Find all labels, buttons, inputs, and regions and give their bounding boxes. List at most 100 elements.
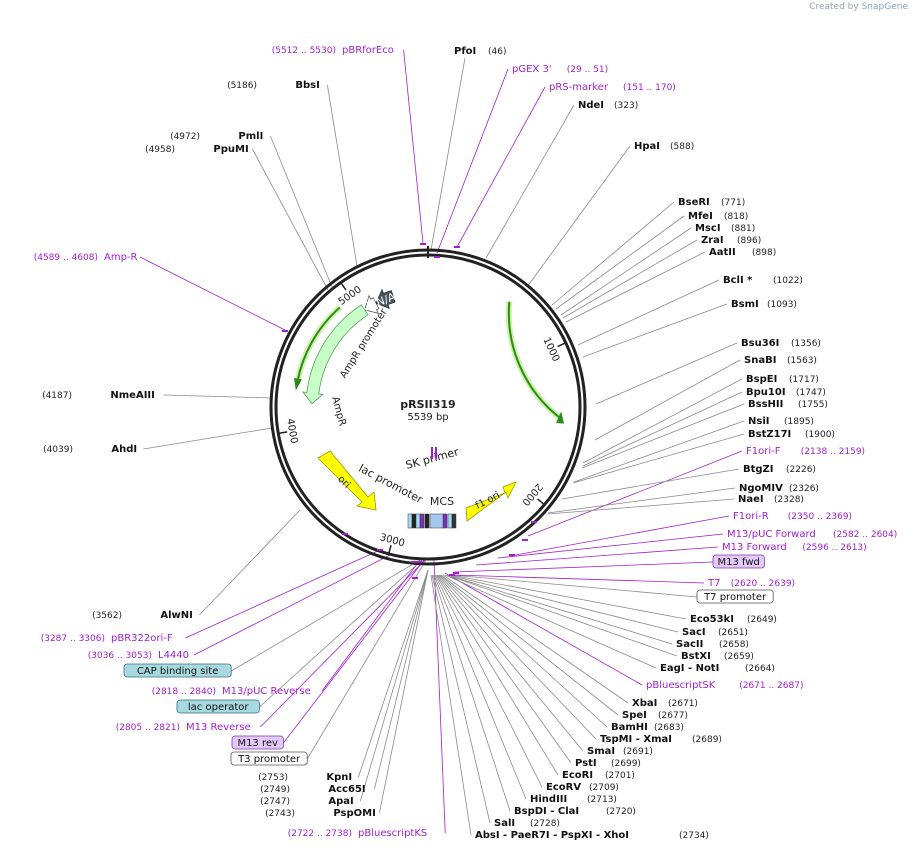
feature-box-cap-binding-site[interactable]: CAP binding site [123, 663, 232, 678]
mcs-block [411, 513, 417, 529]
leader-line [444, 574, 657, 669]
leader-line [562, 239, 698, 319]
primer-l4440[interactable]: (3036 .. 3053)L4440 [88, 650, 189, 661]
leader-line [582, 303, 728, 358]
site-zrai[interactable]: ZraI(896) [701, 235, 761, 246]
primer-name: F1ori-R [733, 511, 769, 522]
mcs-block [419, 513, 425, 529]
site-bsu36i[interactable]: Bsu36I(1356) [741, 338, 821, 349]
tick-label: 5000 [337, 284, 364, 308]
primer-pbluescriptsk[interactable]: pBluescriptSK(2671 .. 2687) [646, 680, 803, 691]
site-nsii[interactable]: NsiI(1895) [748, 416, 814, 427]
site-ecorv[interactable]: EcoRV(2709) [546, 782, 619, 793]
primer-pbluescriptks[interactable]: (2722 .. 2738)pBluescriptKS [288, 828, 428, 839]
site-apai[interactable]: (2747)ApaI [260, 796, 354, 807]
site-absi-paer7i-pspxi-xhoi[interactable]: AbsI - PaeR7I - PspXI - XhoI(2734) [475, 830, 709, 841]
site-sali[interactable]: SalI(2728) [494, 818, 560, 829]
feature-box-m13-rev[interactable]: M13 rev [231, 735, 284, 750]
site-mfei[interactable]: MfeI(818) [688, 211, 748, 222]
primer-t7[interactable]: T7(2620 .. 2639) [707, 578, 795, 589]
leader-line [565, 251, 706, 323]
site-pmli[interactable]: (4972)PmlI [170, 131, 263, 142]
site-pfoi[interactable]: PfoI(46) [454, 46, 506, 57]
tick-mark [340, 282, 347, 291]
site-position: (1356) [791, 339, 821, 349]
site-bspei[interactable]: BspEI(1717) [746, 374, 819, 385]
primer-f1ori-f[interactable]: F1ori-F(2138 .. 2159) [746, 446, 865, 457]
site-spei[interactable]: SpeI(2677) [622, 710, 688, 721]
site-bamhi[interactable]: BamHI(2683) [611, 722, 684, 733]
feature-box-m13-fwd[interactable]: M13 fwd [712, 554, 765, 569]
site-bpu10i[interactable]: Bpu10I(1747) [746, 387, 826, 398]
site-name: Eco53kI [690, 614, 734, 625]
site-ahdi[interactable]: (4039)AhdI [43, 444, 137, 455]
leader-line [434, 574, 543, 788]
primer-pbrforeco[interactable]: (5512 .. 5530)pBRforEco [272, 45, 394, 56]
primer-m13-forward[interactable]: M13 Forward(2596 .. 2613) [722, 542, 867, 553]
site-psti[interactable]: PstI(2699) [575, 758, 641, 769]
site-bsmi[interactable]: BsmI(1093) [731, 299, 797, 310]
leader-line [433, 559, 446, 834]
primer-f1ori-r[interactable]: F1ori-R(2350 .. 2369) [733, 511, 852, 522]
leader-line [270, 135, 333, 288]
site-name: AhdI [111, 444, 137, 455]
primer-range: (2722 .. 2738) [288, 829, 352, 839]
site-btgzi[interactable]: BtgZI(2226) [743, 464, 816, 475]
site-bseri[interactable]: BseRI(771) [678, 197, 745, 208]
site-ecori[interactable]: EcoRI(2701) [562, 770, 635, 781]
tick-mark [557, 342, 566, 348]
site-snabi[interactable]: SnaBI(1563) [744, 355, 817, 366]
site-pspomi[interactable]: (2743)PspOMI [265, 808, 376, 819]
primer-m13-puc-forward[interactable]: M13/pUC Forward(2582 .. 2604) [727, 529, 897, 540]
site-hindiii[interactable]: HindIII(2713) [530, 794, 617, 805]
site-acc65i[interactable]: (2749)Acc65I [260, 784, 366, 795]
site-bcli[interactable]: BclI *(1022) [723, 275, 803, 286]
site-bstz17i[interactable]: BstZ17I(1900) [748, 429, 835, 440]
primer-m13-puc-reverse[interactable]: (2818 .. 2840)M13/pUC Reverse [152, 686, 311, 697]
primer-m13-reverse[interactable]: (2805 .. 2821)M13 Reverse [116, 722, 251, 733]
site-bsshii[interactable]: BssHII(1755) [748, 399, 828, 410]
site-kpni[interactable]: (2753)KpnI [258, 772, 352, 783]
site-naei[interactable]: NaeI(2328) [738, 494, 804, 505]
feature-box-t7-promoter[interactable]: T7 promoter [696, 589, 774, 604]
site-ngomiv[interactable]: NgoMIV(2326) [739, 483, 819, 494]
site-name: HindIII [530, 794, 567, 805]
feature-box-t3-promoter[interactable]: T3 promoter [230, 751, 308, 766]
site-nmeaiii[interactable]: (4187)NmeAIII [42, 390, 155, 401]
site-sacii[interactable]: SacII(2658) [676, 639, 749, 650]
feature-box-label: lac operator [188, 702, 249, 713]
site-position: (2709) [589, 783, 619, 793]
site-ndei[interactable]: NdeI(323) [578, 100, 638, 111]
site-hpai[interactable]: HpaI(588) [634, 141, 694, 152]
site-eagi-noti[interactable]: EagI - NotI(2664) [660, 663, 775, 674]
tick-mark [537, 498, 545, 505]
leader-line [485, 104, 575, 259]
site-position: (588) [670, 142, 694, 152]
site-name: XbaI [632, 698, 657, 709]
site-alwni[interactable]: (3562)AlwNI [92, 610, 193, 621]
primer-range: (5512 .. 5530) [272, 46, 336, 56]
site-aatii[interactable]: AatII(898) [709, 247, 776, 258]
primer-amp-r[interactable]: (4589 .. 4608)Amp-R [34, 252, 138, 263]
feature-box-lac-operator[interactable]: lac operator [176, 699, 260, 714]
site-bspdi-clai[interactable]: BspDI - ClaI(2720) [514, 806, 636, 817]
leader-line [358, 569, 429, 778]
site-saci[interactable]: SacI(2651) [682, 627, 748, 638]
site-position: (896) [737, 236, 761, 246]
site-bbsi[interactable]: (5186)BbsI [227, 80, 320, 91]
site-msci[interactable]: MscI(881) [695, 223, 755, 234]
site-smai[interactable]: SmaI(2691) [587, 746, 653, 757]
primer-pgex-3[interactable]: pGEX 3'(29 .. 51) [512, 64, 608, 75]
orf-arc [507, 301, 562, 420]
primer-pbr322ori-f[interactable]: (3287 .. 3306)pBR322ori-F [41, 633, 173, 644]
site-ppumi[interactable]: (4958)PpuMI [145, 144, 249, 155]
site-xbai[interactable]: XbaI(2671) [632, 698, 698, 709]
leader-line [572, 433, 745, 484]
leader-line [547, 498, 735, 515]
site-bstxi[interactable]: BstXI(2659) [681, 651, 754, 662]
site-tspmi-xmai[interactable]: TspMI - XmaI(2689) [600, 734, 722, 745]
site-position: (1895) [784, 417, 814, 427]
site-eco53ki[interactable]: Eco53kI(2649) [690, 614, 777, 625]
orf-arrowhead [556, 411, 565, 424]
primer-prs-marker[interactable]: pRS-marker(151 .. 170) [549, 82, 676, 93]
